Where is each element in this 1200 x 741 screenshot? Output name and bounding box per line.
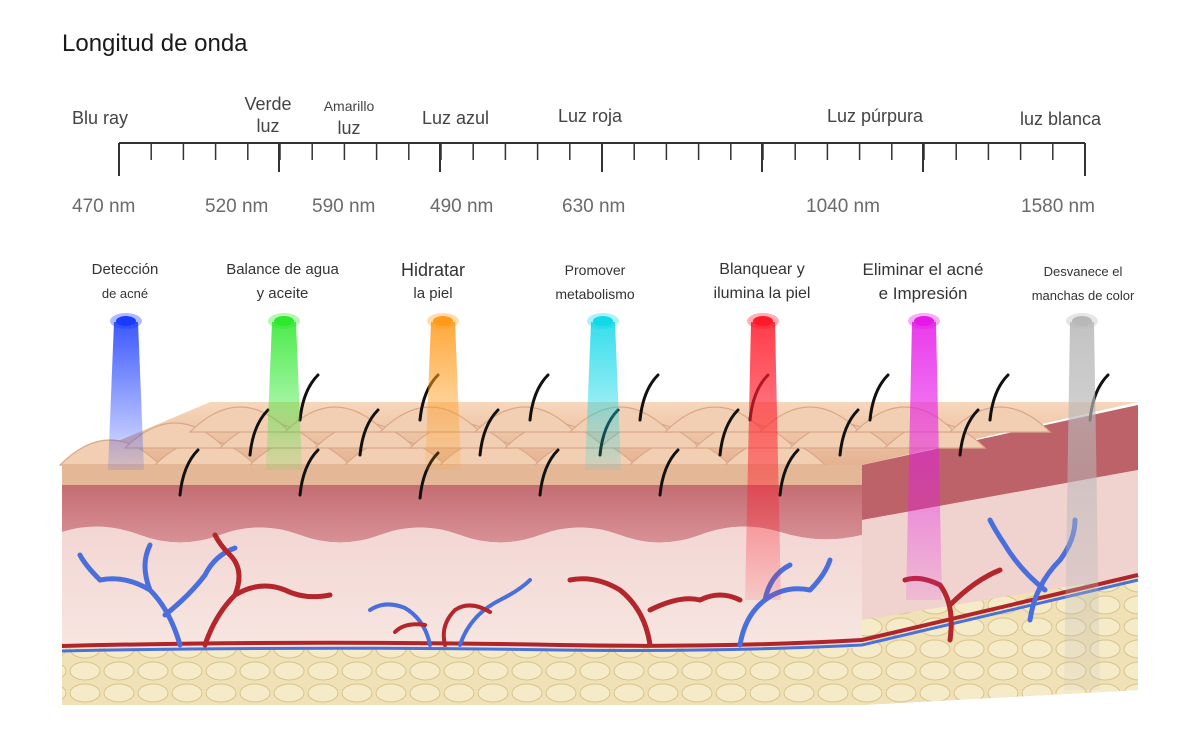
led-light — [274, 316, 294, 326]
light-beam — [1064, 322, 1100, 690]
wavelength-label: 590 nm — [312, 196, 376, 217]
wavelength-label: 470 nm — [72, 196, 136, 217]
wavelength-label: 520 nm — [205, 196, 269, 217]
hair — [178, 448, 200, 497]
hair — [248, 408, 270, 457]
light-beam — [266, 322, 302, 470]
hair — [478, 408, 500, 457]
light-beam — [108, 322, 144, 470]
hair — [358, 408, 380, 457]
hair — [528, 373, 550, 422]
hair — [298, 448, 320, 497]
wavelength-label: 630 nm — [562, 196, 626, 217]
light-name-roja: Luz roja — [558, 106, 623, 126]
wavelength-label: 490 nm — [430, 196, 494, 217]
hair — [538, 448, 560, 497]
light-name-blanca: luz blanca — [1020, 109, 1102, 129]
skin-cell — [473, 406, 577, 433]
light-name-amarillo: Amarillo luz — [323, 98, 375, 138]
light-name-azul: Luz azul — [422, 108, 490, 128]
diagram-title: Longitud de onda — [62, 30, 248, 57]
light-beam — [425, 322, 461, 470]
led-light — [116, 316, 136, 326]
hair — [838, 408, 860, 457]
light-beam — [906, 322, 942, 600]
light-name-purpura: Luz púrpura — [827, 106, 924, 126]
hair — [988, 373, 1010, 422]
led-light — [753, 316, 773, 326]
led-light — [433, 316, 453, 326]
light-name-blu-ray: Blu ray — [72, 108, 129, 128]
led-light — [914, 316, 934, 326]
wavelength-label: 1580 nm — [1021, 196, 1095, 217]
hair — [778, 448, 800, 497]
led-light — [1072, 316, 1092, 326]
light-beam — [585, 322, 621, 470]
hair — [958, 408, 980, 457]
hair — [718, 408, 740, 457]
hair — [868, 373, 890, 422]
wavelength-label: 1040 nm — [806, 196, 880, 217]
light-beam — [745, 322, 781, 600]
led-light — [593, 316, 613, 326]
hair — [638, 373, 660, 422]
hair — [298, 373, 320, 422]
light-name-verde: Verde luz — [244, 94, 292, 136]
hair — [658, 448, 680, 497]
